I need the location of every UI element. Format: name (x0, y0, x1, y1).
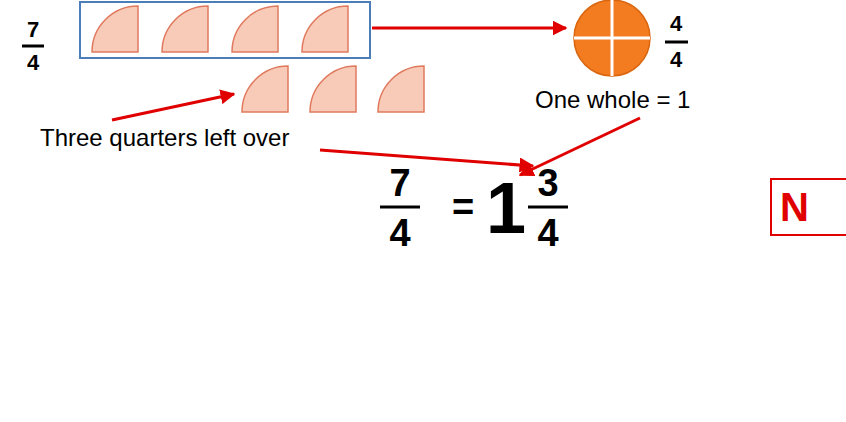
circle-divider (574, 37, 650, 40)
fraction-bar (528, 206, 568, 209)
fraction-numerator: 7 (27, 19, 39, 41)
note-text: Three quarters left over (40, 126, 289, 150)
fraction-denominator: 4 (27, 52, 39, 74)
arrow (372, 27, 566, 30)
fraction-denominator: 4 (389, 214, 410, 252)
group-box (80, 2, 370, 58)
equals-sign: = (452, 188, 474, 226)
whole-number: 1 (486, 172, 526, 244)
fraction-denominator: 4 (537, 214, 558, 252)
fraction-bar (22, 45, 44, 48)
note-text: One whole = 1 (535, 88, 690, 112)
quarter-piece (242, 66, 288, 112)
quarter-piece (92, 6, 138, 52)
quarter-piece (378, 66, 424, 112)
fraction-bar (380, 206, 420, 209)
quarter-pieces (92, 6, 424, 112)
fraction-bar (665, 41, 688, 44)
quarter-piece (302, 6, 348, 52)
quarter-piece (162, 6, 208, 52)
note-box: N (770, 178, 846, 236)
quarter-piece (232, 6, 278, 52)
quarter-piece (310, 66, 356, 112)
fraction-numerator: 3 (537, 164, 558, 202)
note-letter: N (780, 187, 809, 227)
whole-circle (574, 0, 650, 76)
fraction-denominator: 4 (670, 49, 682, 71)
leader-arrow (320, 150, 533, 166)
leader-arrow (112, 94, 234, 120)
fraction-bars (22, 42, 688, 207)
fraction-numerator: 4 (670, 13, 682, 35)
fraction-numerator: 7 (389, 164, 410, 202)
